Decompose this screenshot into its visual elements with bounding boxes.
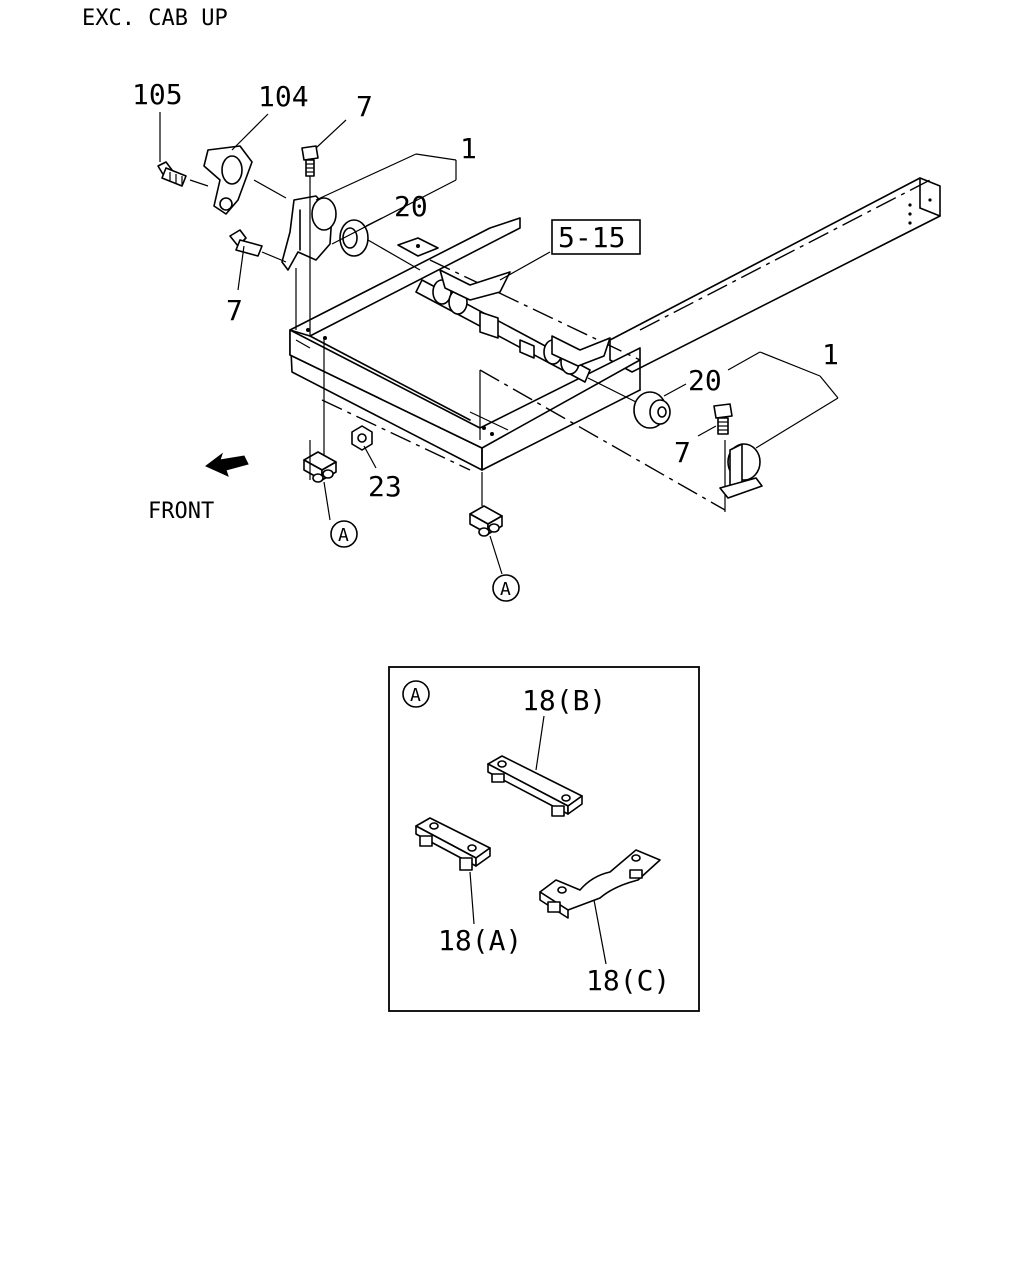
stabilizer-bar xyxy=(415,269,611,383)
bushing-20-right xyxy=(587,377,671,429)
plate-left xyxy=(303,451,337,483)
cross-member xyxy=(289,217,641,471)
nut-23 xyxy=(351,425,373,451)
callout-7-right: 7 xyxy=(674,436,691,469)
frame-rail-right xyxy=(609,177,941,373)
callout-105: 105 xyxy=(132,78,183,111)
marker-a-mid[interactable]: A xyxy=(492,574,520,602)
assembly-line-104 xyxy=(253,179,287,199)
detail-a-marker: A xyxy=(402,680,430,708)
bracket-left xyxy=(281,195,337,271)
bolt-105 xyxy=(157,161,187,187)
callout-20-right: 20 xyxy=(688,364,722,397)
bracket-right xyxy=(719,443,763,499)
ref-5-15-label: 5-15 xyxy=(558,221,625,254)
callout-20-top: 20 xyxy=(394,190,428,223)
bracket-plate xyxy=(397,237,439,257)
link-104 xyxy=(203,145,253,215)
label-18a: 18(A) xyxy=(438,924,522,957)
label-18c: 18(C) xyxy=(586,964,670,997)
ref-5-15-box[interactable]: 5-15 xyxy=(551,219,641,255)
bolt-7-left xyxy=(229,229,287,263)
callout-104: 104 xyxy=(258,80,309,113)
assembly-line-105 xyxy=(189,179,209,187)
bolt-7-top xyxy=(301,145,319,335)
plate-18a xyxy=(415,817,491,925)
callout-1-top: 1 xyxy=(460,132,477,165)
marker-a-left-label: A xyxy=(338,525,349,546)
marker-a-mid-label: A xyxy=(500,579,511,600)
callout-7-left: 7 xyxy=(226,294,243,327)
marker-a-left[interactable]: A xyxy=(330,520,358,548)
plate-mid xyxy=(469,472,503,537)
label-18b: 18(B) xyxy=(522,684,606,717)
plate-18c xyxy=(539,849,661,965)
detail-a-marker-label: A xyxy=(410,685,421,706)
leader-lines xyxy=(159,112,839,575)
front-label: FRONT xyxy=(148,499,214,524)
bolt-7-right xyxy=(713,403,733,435)
callout-7-top: 7 xyxy=(356,90,373,123)
detail-a-panel: A xyxy=(388,666,700,1012)
callout-23: 23 xyxy=(368,470,402,503)
callout-1-right: 1 xyxy=(822,338,839,371)
front-arrow-icon xyxy=(205,452,249,477)
plate-18b xyxy=(487,715,583,817)
header-title: EXC. CAB UP xyxy=(82,6,228,31)
